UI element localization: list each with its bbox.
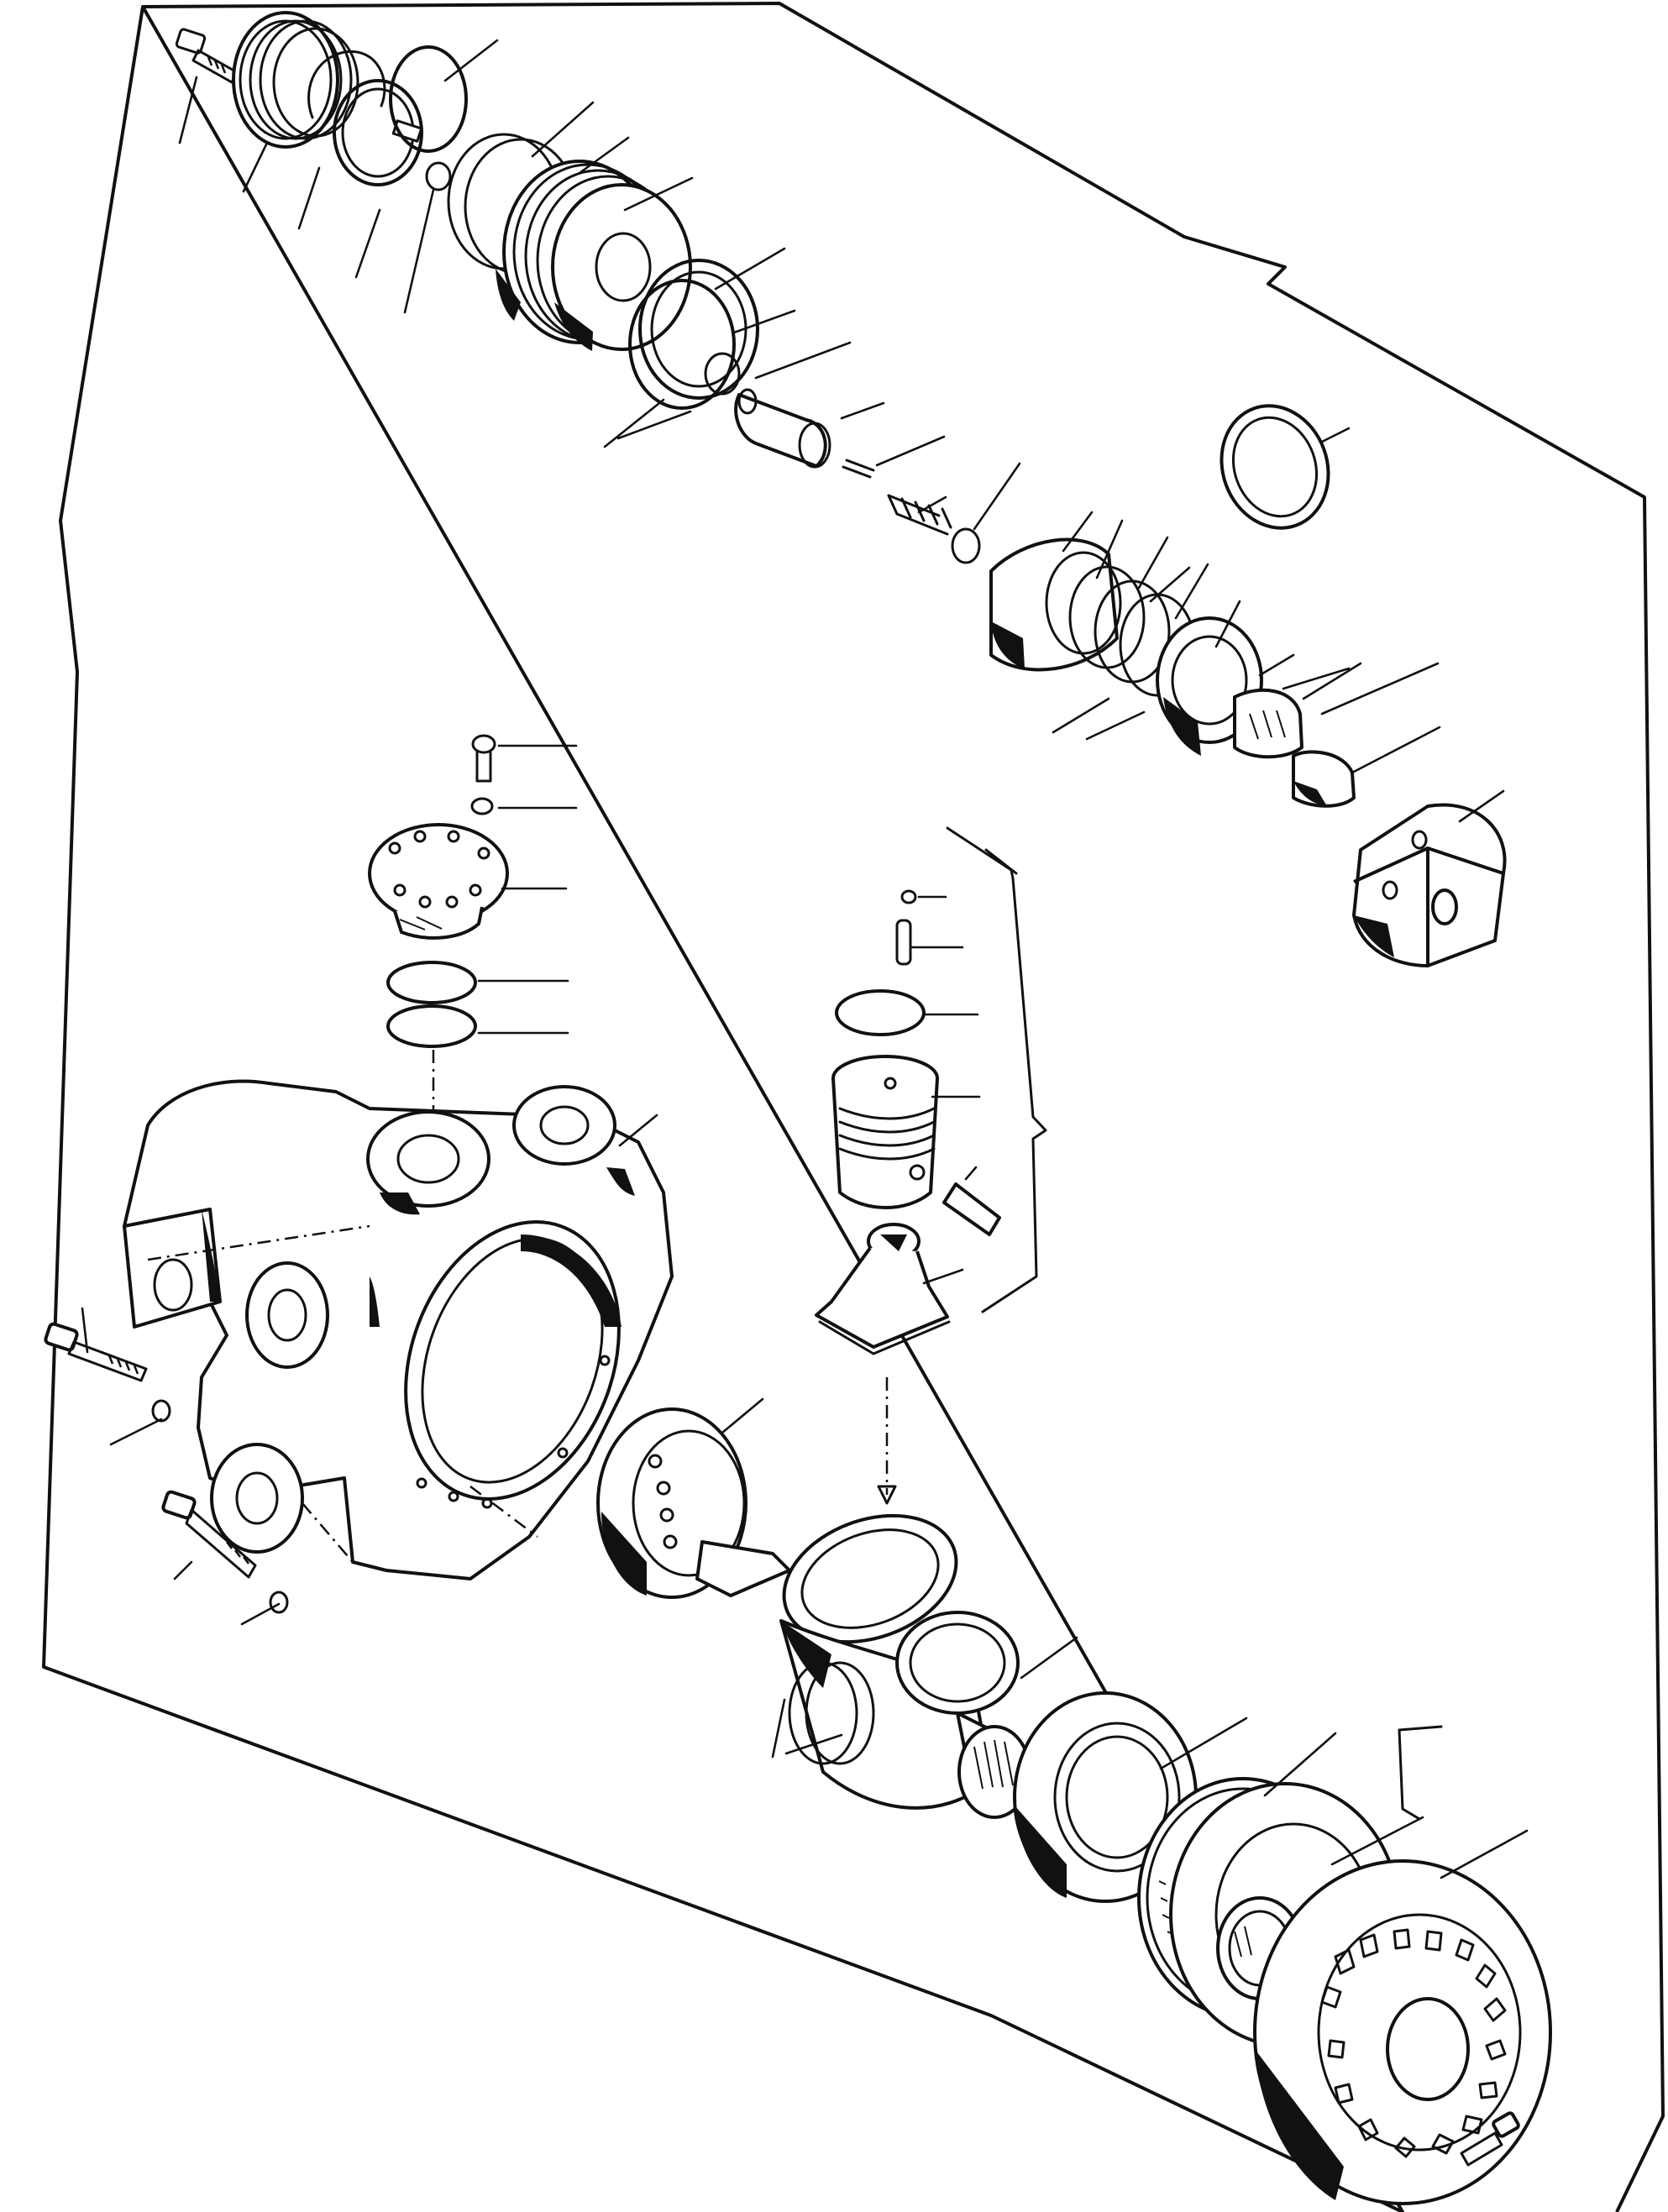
end-block <box>1352 803 1507 967</box>
top-assembly <box>175 11 981 564</box>
piston-pin <box>942 1182 1001 1236</box>
callout-leaders <box>81 39 1529 1879</box>
small-pin <box>842 459 875 479</box>
side-bolt-1 <box>44 1322 171 1423</box>
top-cover-stack <box>368 734 509 1176</box>
end-plate-bolt <box>1460 2111 1520 2167</box>
crankcase-housing <box>123 1079 674 1580</box>
crankshaft <box>695 1513 1036 1819</box>
motor-piston-assembly <box>989 537 1356 808</box>
cover-oring-1 <box>386 961 477 1004</box>
bolt-top <box>175 28 239 84</box>
piston <box>831 1055 939 1209</box>
small-ring <box>951 527 981 564</box>
bracket-mid <box>946 826 1047 1313</box>
bracket-bottom-right <box>1398 1725 1443 1821</box>
connecting-rod <box>815 1223 951 1355</box>
coil-spring <box>887 494 952 536</box>
ring-pin <box>333 79 423 186</box>
piston-set <box>815 889 1001 1505</box>
cover-oring-2 <box>386 1004 477 1048</box>
side-bolt-2 <box>161 1490 289 1614</box>
cover-bolt <box>470 734 496 815</box>
end-plate-splined <box>1253 1859 1552 2205</box>
small-washer <box>425 161 452 191</box>
sheet-boundary <box>42 2 1665 2212</box>
disc-stack <box>496 160 692 351</box>
end-cap <box>232 11 359 149</box>
gasket-ring-right <box>1220 404 1330 530</box>
cover-plate <box>368 823 509 940</box>
valve-spool <box>734 388 831 469</box>
large-ring <box>389 45 468 153</box>
